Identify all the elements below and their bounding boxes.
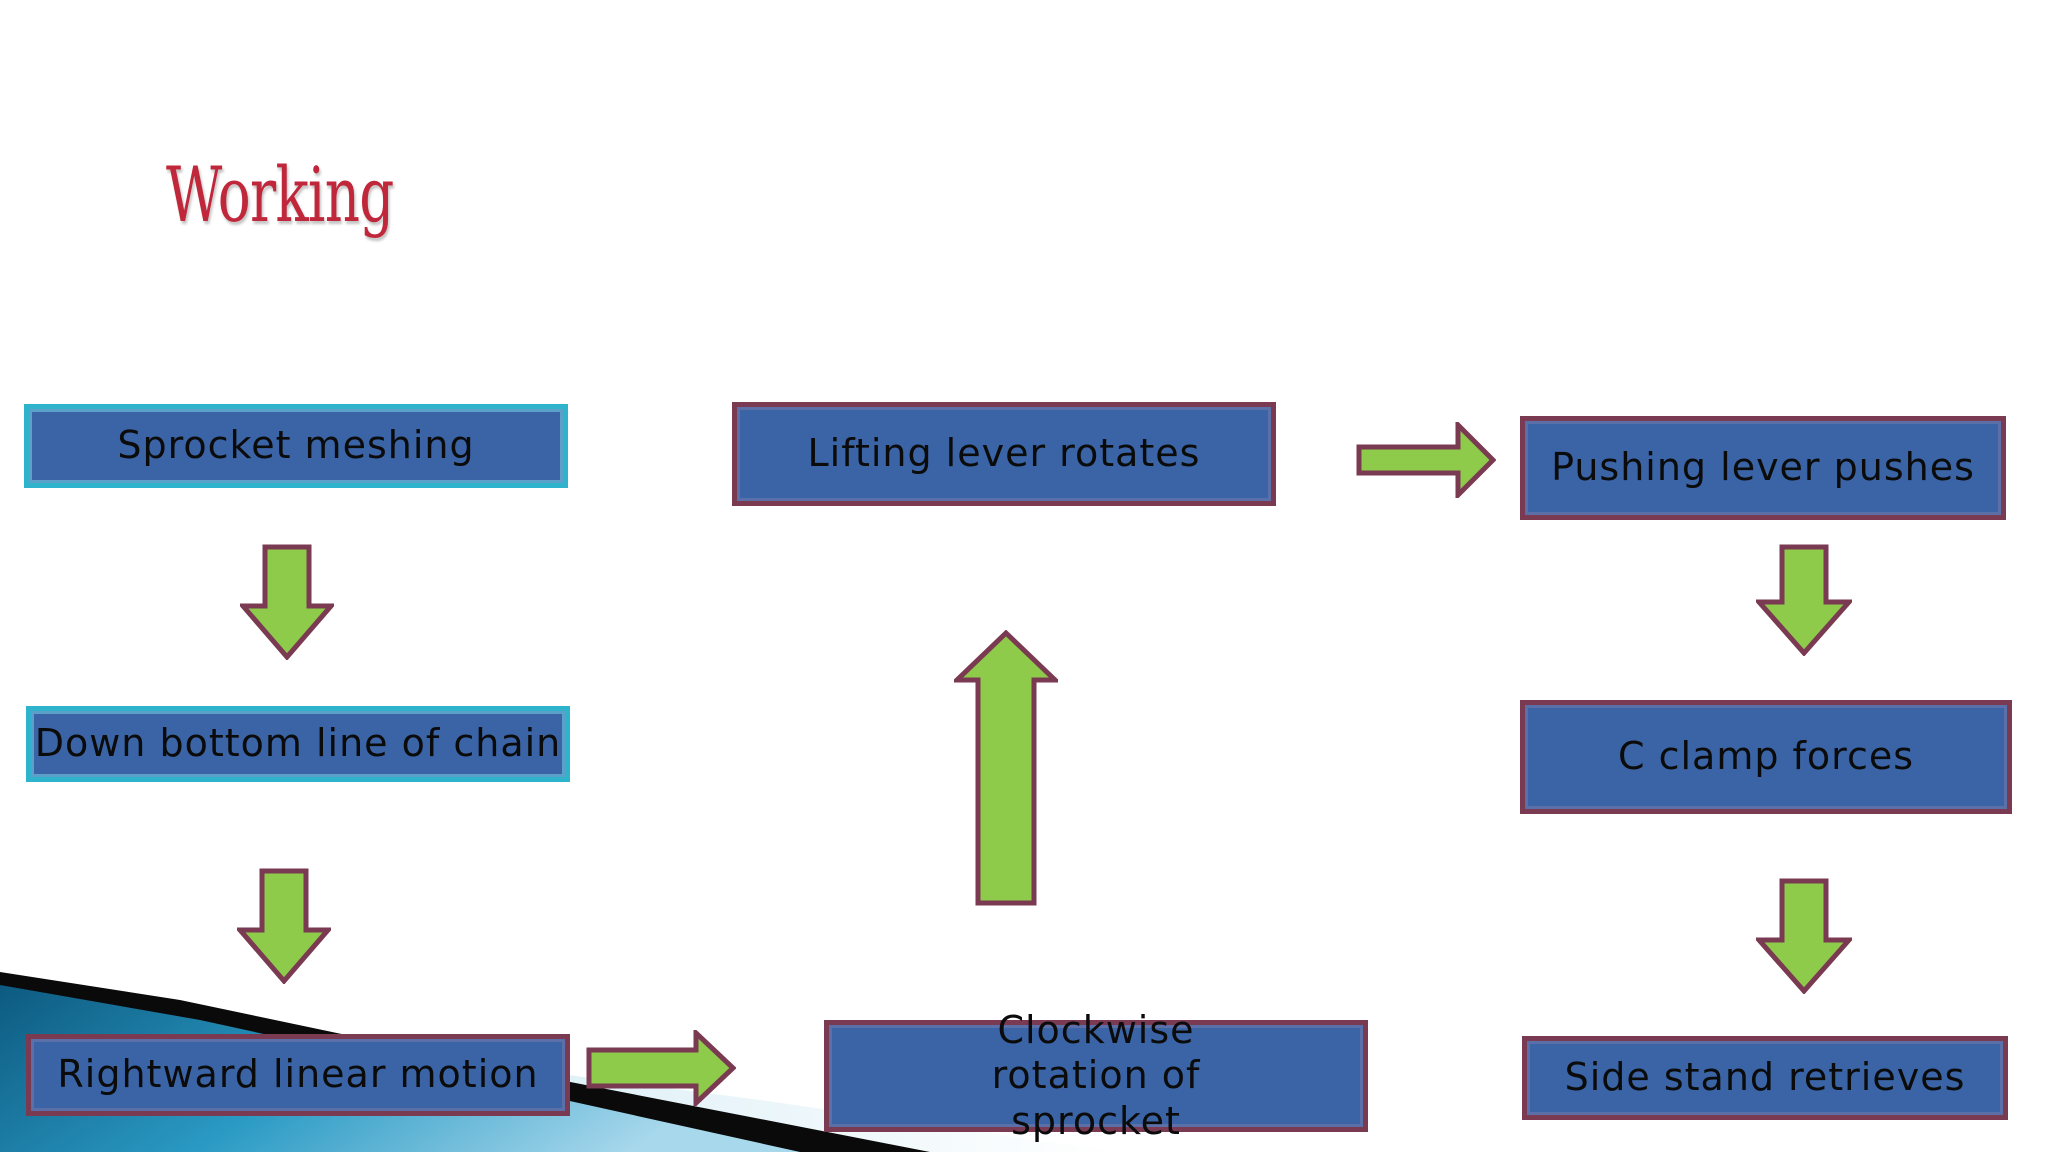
- right-arrow-icon: [586, 1030, 736, 1106]
- slide-title: Working: [166, 150, 394, 239]
- right-arrow-icon: [1356, 422, 1496, 498]
- step-sprocket-meshing: Sprocket meshing: [24, 404, 568, 488]
- down-arrow-icon: [1756, 878, 1852, 994]
- up-arrow-icon: [954, 630, 1058, 906]
- down-arrow-icon: [1756, 544, 1852, 656]
- step-down-bottom-line: Down bottom line of chain: [26, 706, 570, 782]
- down-arrow-icon: [240, 544, 334, 660]
- step-lifting-lever: Lifting lever rotates: [732, 402, 1276, 506]
- step-rightward-linear-motion: Rightward linear motion: [26, 1034, 570, 1116]
- step-c-clamp: C clamp forces: [1520, 700, 2012, 814]
- step-pushing-lever: Pushing lever pushes: [1520, 416, 2006, 520]
- down-arrow-icon: [237, 868, 331, 984]
- step-side-stand: Side stand retrieves: [1522, 1036, 2008, 1120]
- step-clockwise-rotation: Clockwise rotation of sprocket: [824, 1008, 1368, 1143]
